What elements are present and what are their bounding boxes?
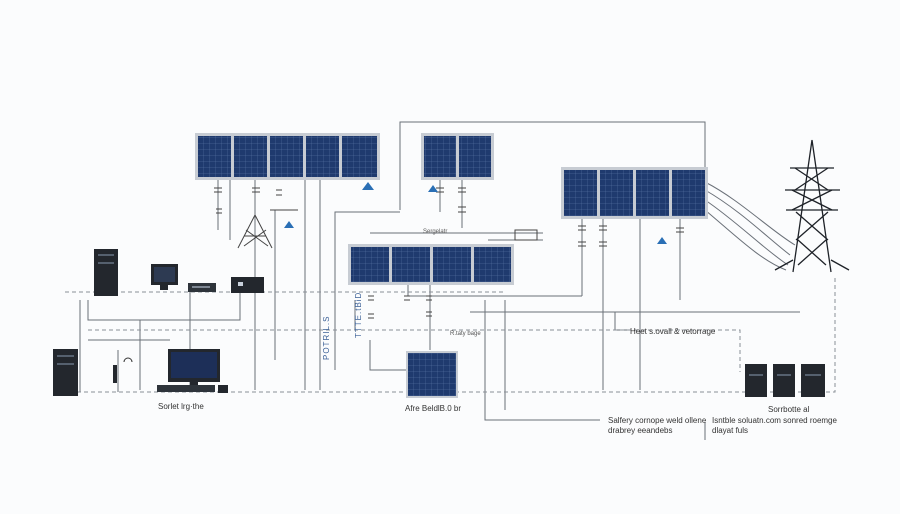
battery-bank	[745, 364, 825, 397]
device-box-2	[231, 277, 264, 293]
transmission-tower	[774, 139, 850, 273]
small-pylon	[237, 209, 298, 249]
inverter-panel	[406, 351, 458, 398]
vertical-label-1: POTRIL.S	[322, 315, 331, 360]
warning-icons	[284, 182, 667, 244]
plug-icon	[113, 357, 133, 383]
battery-label: Sorrbotte al	[768, 405, 810, 414]
dashed-bus	[65, 275, 836, 393]
note-left-line-1: Salfery cornope weld ollene	[608, 416, 707, 425]
solar-array-top-left	[195, 133, 380, 180]
note-right-line-1: Isntble soluatn.com sonred roemge	[712, 416, 837, 425]
small-monitor	[151, 264, 178, 290]
server-tower-lower	[53, 349, 78, 396]
vertical-label-2: TTTE.tBiD	[354, 291, 363, 338]
note-left-line-2: drabrey eeandebs	[608, 426, 673, 435]
note-right-line-2: dlayat fuls	[712, 426, 749, 435]
breaker-marks	[214, 187, 684, 319]
solar-array-top-middle	[421, 133, 494, 180]
small-label-1: Sergelatr	[423, 229, 448, 235]
workstation-label: Sorlet lrg·the	[158, 402, 204, 411]
solar-array-right	[561, 167, 708, 219]
small-label-2: R.taty bage	[450, 331, 481, 337]
inverter-label: Afre BeldlB.0 br	[405, 404, 462, 413]
heat-storage-label: Heet s.ovall & vetorrage	[630, 327, 716, 336]
server-tower-upper	[94, 249, 118, 296]
device-box-1	[188, 283, 216, 292]
wiring	[79, 121, 800, 440]
solar-array-center	[348, 244, 514, 285]
workstation	[157, 349, 228, 393]
